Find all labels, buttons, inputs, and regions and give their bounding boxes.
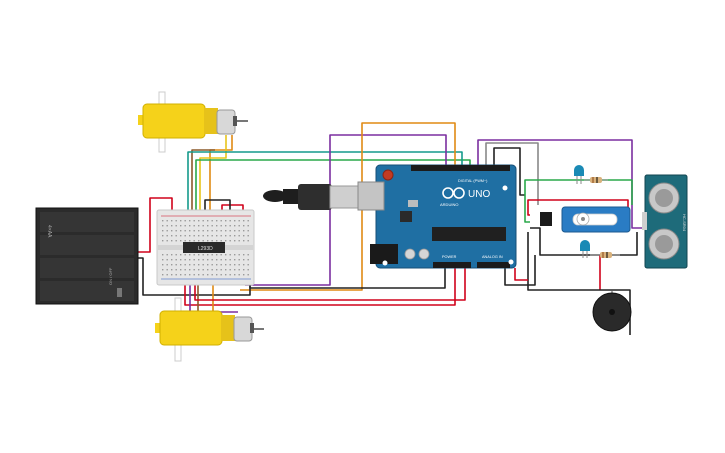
arduino-analog-header[interactable] [477, 262, 510, 268]
usb-cable[interactable] [263, 184, 359, 210]
battery-switch-label: ON / OFF [108, 267, 113, 285]
arduino-brand-text: ARDUINO [440, 202, 458, 207]
wire-red-bottom-2[interactable] [194, 268, 466, 301]
arduino-analog-label: ANALOG IN [482, 255, 503, 259]
dc-motor-bottom[interactable] [155, 297, 264, 362]
arduino-digital-label: DIGITAL (PWM~) [458, 179, 488, 183]
arduino-power-label: POWER [442, 255, 457, 259]
servo-motor[interactable] [540, 206, 631, 233]
ultrasonic-sensor[interactable]: HC-SR04 [642, 174, 688, 269]
arduino-capacitor-2 [418, 248, 430, 260]
arduino-mount-hole-1 [382, 260, 388, 266]
wire-top-motor-yellow[interactable] [199, 135, 227, 225]
arduino-power-jack [370, 244, 398, 264]
breadboard-holes [162, 220, 249, 276]
arduino-digital-header[interactable] [411, 165, 510, 171]
wire-orange-1[interactable] [240, 122, 456, 291]
wire-red-servo[interactable] [527, 199, 629, 218]
wire-red-bottom[interactable] [184, 268, 456, 306]
resistor-top[interactable] [584, 177, 608, 183]
battery-pack[interactable]: 4×AA ON / OFF [35, 207, 139, 305]
battery-switch[interactable] [117, 288, 122, 297]
wire-green-servo[interactable] [524, 179, 633, 223]
piezo-buzzer[interactable] [592, 290, 632, 332]
arduino-reset-button[interactable] [382, 169, 394, 181]
arduino-uno[interactable]: UNO ARDUINO DIGITAL (PWM~) POWER ANALOG … [357, 164, 517, 269]
wire-black-servo[interactable] [530, 227, 638, 256]
wire-black-battery[interactable] [138, 257, 251, 296]
wire-black-breadboard[interactable] [204, 199, 231, 215]
wire-purple-1[interactable] [245, 134, 447, 286]
dc-motor-top[interactable] [138, 91, 248, 153]
arduino-infinity-logo [442, 187, 465, 199]
arduino-crystal [408, 200, 418, 207]
arduino-mount-hole-2 [502, 185, 508, 191]
resistor-middle[interactable] [590, 252, 620, 258]
wire-top-motor-orange[interactable] [209, 135, 233, 220]
wire-black-bottom-3[interactable] [504, 255, 536, 286]
arduino-mount-hole-3 [508, 259, 514, 265]
arduino-capacitor-1 [404, 248, 416, 260]
wire-black-arduino-right[interactable] [493, 147, 525, 196]
wire-teal-1[interactable] [187, 151, 463, 215]
arduino-model-text: UNO [468, 189, 490, 200]
driver-chip[interactable] [183, 242, 225, 253]
led-middle[interactable] [580, 240, 590, 258]
arduino-usb-jack [357, 181, 385, 211]
arduino-power-header[interactable] [433, 262, 471, 268]
breadboard[interactable]: L293D [156, 209, 255, 286]
led-top[interactable] [574, 165, 584, 184]
arduino-usb-chip [400, 211, 412, 222]
wire-purple-sensor[interactable] [477, 139, 650, 229]
wire-red-battery[interactable] [138, 197, 173, 253]
wire-red-bottom-4[interactable] [514, 268, 528, 281]
driver-chip-label: L293D [198, 246, 213, 252]
wire-gray-sensor[interactable] [485, 142, 539, 205]
ultrasonic-label: HC-SR04 [682, 214, 687, 232]
wire-green-1[interactable] [195, 159, 471, 215]
battery-label: 4×AA [46, 225, 52, 238]
arduino-atmega-chip [432, 227, 506, 241]
wire-top-motor-brown[interactable] [191, 149, 215, 215]
